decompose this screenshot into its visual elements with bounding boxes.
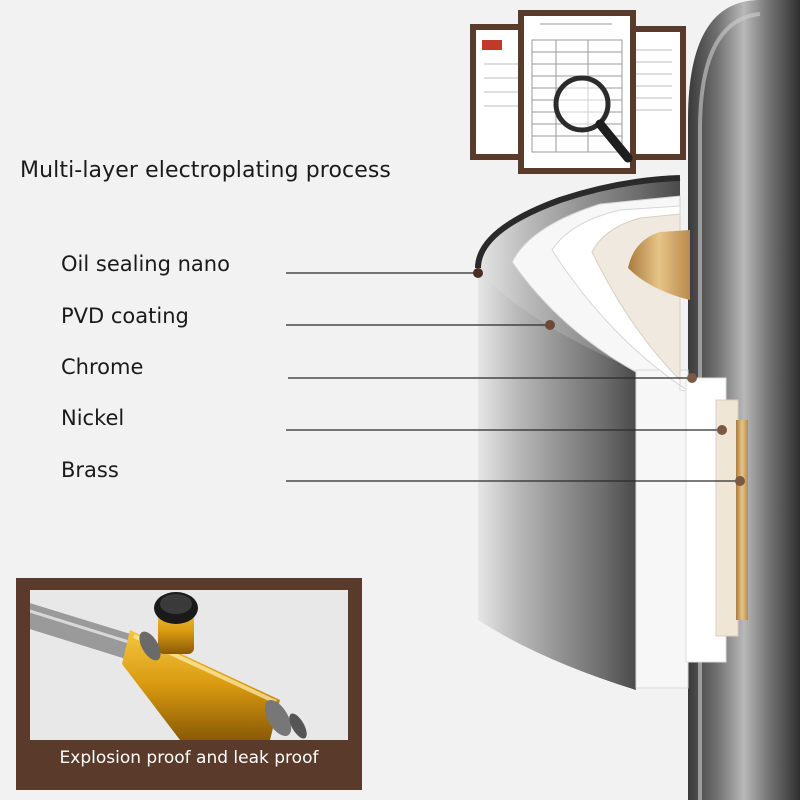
layer-label-brass: Brass xyxy=(61,458,119,482)
magnifying-glass-icon xyxy=(553,75,633,163)
layer-label-pvd: PVD coating xyxy=(61,304,189,328)
marker-brass xyxy=(735,476,745,486)
marker-nickel xyxy=(717,425,727,435)
layer-label-nickel: Nickel xyxy=(61,406,125,430)
layer-label-oil-sealing: Oil sealing nano xyxy=(61,252,230,276)
marker-chrome xyxy=(687,373,697,383)
certificate-documents xyxy=(470,10,686,174)
marker-oil-sealing xyxy=(473,268,483,278)
layer-leaders xyxy=(286,272,740,482)
valve-cutaway-photo xyxy=(30,590,348,740)
page-heading: Multi-layer electroplating process xyxy=(20,158,391,183)
layer-markers xyxy=(473,268,745,486)
layer-label-chrome: Chrome xyxy=(61,355,144,379)
explosion-proof-inset: Explosion proof and leak proof xyxy=(16,578,362,790)
layered-cylinder xyxy=(475,175,748,690)
marker-pvd xyxy=(545,320,555,330)
inset-caption: Explosion proof and leak proof xyxy=(59,748,319,768)
